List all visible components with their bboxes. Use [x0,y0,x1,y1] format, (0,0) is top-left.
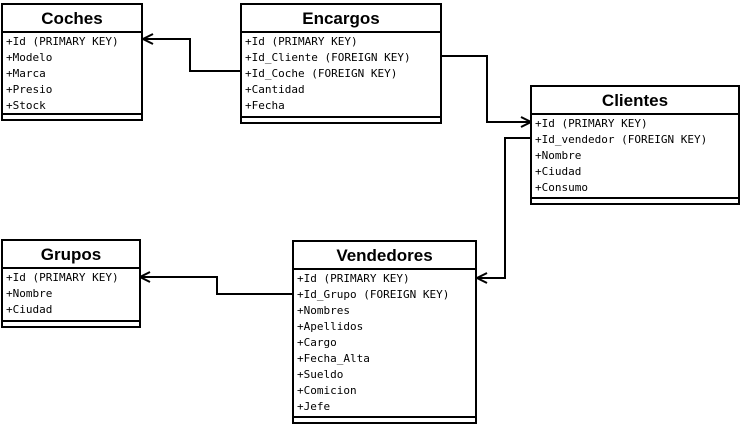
entity-title: Vendedores [294,242,475,270]
entity-encargos: Encargos +Id (PRIMARY KEY) +Id_Cliente (… [240,3,442,124]
link-encargos-clientes [442,55,531,122]
field-id-grupo: +Id_Grupo (FOREIGN KEY) [297,288,450,301]
field-ciudad: +Ciudad [6,303,53,316]
entity-title: Clientes [532,87,738,115]
entity-footer-divider [242,116,440,118]
field-id-coche: +Id_Coche (FOREIGN KEY) [245,67,398,80]
field-id: +Id (PRIMARY KEY) [297,272,410,285]
field-cantidad: +Cantidad [245,83,305,96]
entity-clientes: Clientes +Id (PRIMARY KEY) +Id_vendedor … [530,85,740,205]
field-consumo: +Consumo [535,181,588,194]
field-apellidos: +Apellidos [297,320,364,333]
field-list: +Id (PRIMARY KEY) +Id_vendedor (FOREIGN … [532,115,738,199]
entity-title: Coches [3,5,141,33]
entity-title: Grupos [3,241,139,269]
entity-coches: Coches +Id (PRIMARY KEY) +Modelo +Marca … [1,3,143,121]
field-cargo: +Cargo [297,336,337,349]
entity-vendedores: Vendedores +Id (PRIMARY KEY) +Id_Grupo (… [292,240,477,424]
entity-footer-divider [532,197,738,199]
entity-grupos: Grupos +Id (PRIMARY KEY) +Nombre +Ciudad [1,239,141,328]
field-list: +Id (PRIMARY KEY) +Modelo +Marca +Presio… [3,33,141,117]
field-presio: +Presio [6,83,53,96]
field-fecha: +Fecha [245,99,285,112]
field-marca: +Marca [6,67,46,80]
field-modelo: +Modelo [6,51,53,64]
field-id: +Id (PRIMARY KEY) [6,35,119,48]
link-encargos-coches [143,39,241,72]
field-ciudad: +Ciudad [535,165,582,178]
link-clientes-vendedores [477,137,531,278]
entity-title: Encargos [242,5,440,33]
field-id: +Id (PRIMARY KEY) [535,117,648,130]
field-nombre: +Nombre [6,287,53,300]
field-id: +Id (PRIMARY KEY) [245,35,358,48]
field-sueldo: +Sueldo [297,368,344,381]
field-fecha-alta: +Fecha_Alta [297,352,370,365]
field-list: +Id (PRIMARY KEY) +Nombre +Ciudad [3,269,139,321]
field-id-cliente: +Id_Cliente (FOREIGN KEY) [245,51,411,64]
field-stock: +Stock [6,99,46,112]
field-id-vendedor: +Id_vendedor (FOREIGN KEY) [535,133,708,146]
entity-footer-divider [3,320,139,322]
field-nombres: +Nombres [297,304,350,317]
entity-footer-divider [3,113,141,115]
field-comicion: +Comicion [297,384,357,397]
link-vendedores-grupos [140,277,293,295]
field-id: +Id (PRIMARY KEY) [6,271,119,284]
field-list: +Id (PRIMARY KEY) +Id_Cliente (FOREIGN K… [242,33,440,117]
field-list: +Id (PRIMARY KEY) +Id_Grupo (FOREIGN KEY… [294,270,475,418]
field-nombre: +Nombre [535,149,582,162]
field-jefe: +Jefe [297,400,331,413]
entity-footer-divider [294,416,475,418]
